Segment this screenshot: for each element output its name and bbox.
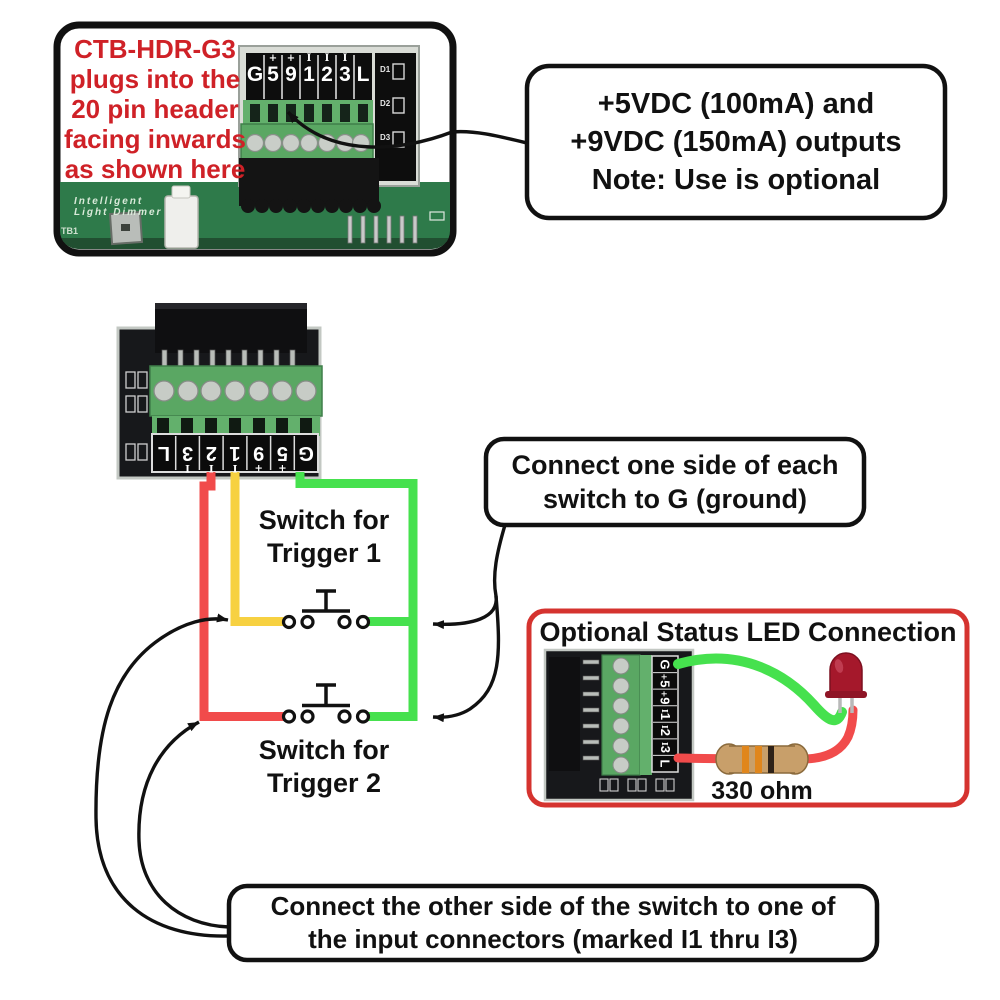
terminal-g: G — [246, 63, 264, 86]
terminal-5v: +5 — [657, 673, 673, 688]
terminal-l: L — [356, 63, 370, 86]
power-callout-box — [524, 63, 948, 221]
power-callout-pointer-line — [286, 110, 528, 149]
power-callout-text: +5VDC (100mA) and +9VDC (150mA) outputs … — [570, 88, 902, 196]
switch2-symbol — [281, 683, 371, 724]
diode-label-d2: D2 — [380, 99, 391, 108]
led-panel-board — [543, 648, 695, 802]
diode-label-d1: D1 — [380, 65, 391, 74]
terminal-9v: +9 — [285, 53, 297, 86]
terminal-g: G — [657, 659, 673, 670]
switch1-label: Switch for Trigger 1 — [258, 505, 390, 568]
resistor-330ohm — [715, 743, 809, 775]
ground-callout-text: Connect one side of each switch to G (gr… — [511, 450, 839, 514]
resistor-label: 330 ohm — [711, 777, 813, 805]
photo-adapter-board — [238, 45, 420, 213]
pcb-silkscreen-ref: TB1 — [61, 226, 79, 236]
input-callout-text: Connect the other side of the switch to … — [270, 891, 836, 954]
wire-yellow-i1 — [230, 472, 284, 626]
wire-green-ground — [295, 472, 418, 721]
terminal-l: L — [157, 442, 170, 464]
terminal-l: L — [657, 759, 673, 768]
ground-pointer-arrow-switch2 — [432, 595, 501, 723]
switch2-label: Switch for Trigger 2 — [258, 735, 390, 798]
switch1-symbol — [281, 589, 371, 630]
terminal-5v: +5 — [276, 442, 288, 473]
ground-callout-box — [483, 436, 867, 528]
led-panel-title: Optional Status LED Connection — [539, 617, 957, 647]
photo-caption: CTB-HDR-G3 plugs into the 20 pin header … — [63, 34, 247, 184]
terminal-5v: +5 — [267, 53, 279, 86]
photo-inset — [53, 21, 457, 257]
wire-red-i2 — [199, 472, 284, 721]
pcb-pin-header — [347, 211, 445, 244]
terminal-9v: +9 — [253, 442, 265, 473]
terminal-g: G — [298, 442, 314, 464]
input-pointer-arrow-switch2 — [137, 720, 230, 929]
led-panel — [526, 608, 970, 808]
led-wire-green — [673, 653, 847, 726]
diode-label-d3: D3 — [380, 133, 391, 142]
adapter-board-flipped — [116, 303, 323, 480]
input-pointer-arrow-switch1 — [94, 613, 230, 938]
terminal-9v: +9 — [657, 690, 673, 705]
input-callout-box — [226, 883, 880, 963]
pcb-silkscreen-text: Intelligent Light Dimmer — [74, 196, 163, 218]
led-red — [825, 652, 867, 713]
ground-pointer-arrow-switch1 — [432, 524, 507, 630]
